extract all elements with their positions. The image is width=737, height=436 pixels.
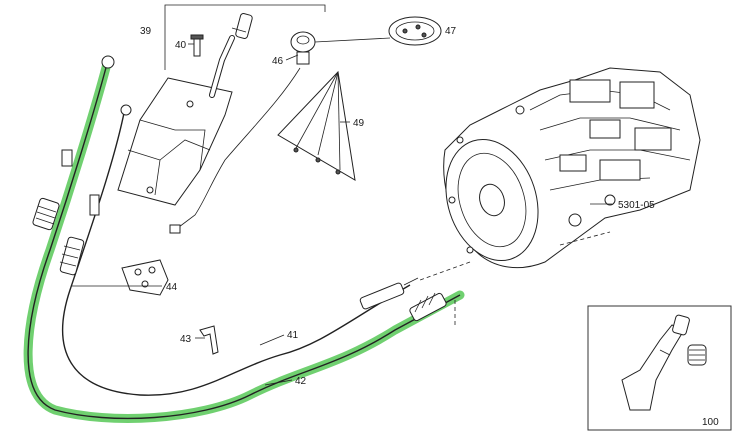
cable-42-ferrule: [61, 149, 73, 167]
clip-43[interactable]: [199, 325, 219, 355]
label-47: 47: [445, 26, 457, 37]
bolt-40[interactable]: [190, 34, 204, 57]
label-44: 44: [166, 282, 178, 293]
gearbox-assembly[interactable]: [431, 67, 701, 273]
label-40: 40: [175, 40, 187, 51]
label-42: 42: [295, 376, 307, 387]
cable-41-ferrule: [89, 194, 100, 216]
harness-wire: [169, 67, 301, 234]
label-41: 41: [287, 330, 299, 341]
label-46: 46: [272, 56, 284, 67]
shifter-bracket[interactable]: [117, 77, 233, 206]
label-43: 43: [180, 334, 192, 345]
label-49: 49: [353, 118, 365, 129]
label-39: 39: [140, 26, 152, 37]
gear-knob-46[interactable]: [290, 31, 316, 65]
gaiter-49[interactable]: [277, 70, 356, 181]
cable-41-lower-end: [359, 277, 419, 310]
mounting-plate-44[interactable]: [121, 259, 169, 296]
leader-lines: [72, 4, 612, 386]
cable-42-bellows-upper: [32, 197, 60, 231]
inset-spring: [687, 344, 707, 366]
cable-41-bellows: [59, 236, 85, 276]
label-100: 100: [702, 417, 719, 428]
cable-41[interactable]: [59, 104, 419, 396]
cable-42-end-eye: [101, 55, 115, 69]
label-gearbox-ref: 5301-05: [618, 200, 655, 211]
guide-lines: [419, 231, 611, 325]
inset-lever: [621, 314, 690, 411]
cover-plate-47[interactable]: [388, 16, 442, 46]
cable-42-highlight[interactable]: [23, 55, 465, 423]
cable-41-end-eye: [120, 104, 132, 116]
cable-42-bellows-lower: [409, 292, 447, 322]
gear-lever[interactable]: [209, 13, 253, 98]
detail-inset-100[interactable]: [587, 305, 732, 431]
